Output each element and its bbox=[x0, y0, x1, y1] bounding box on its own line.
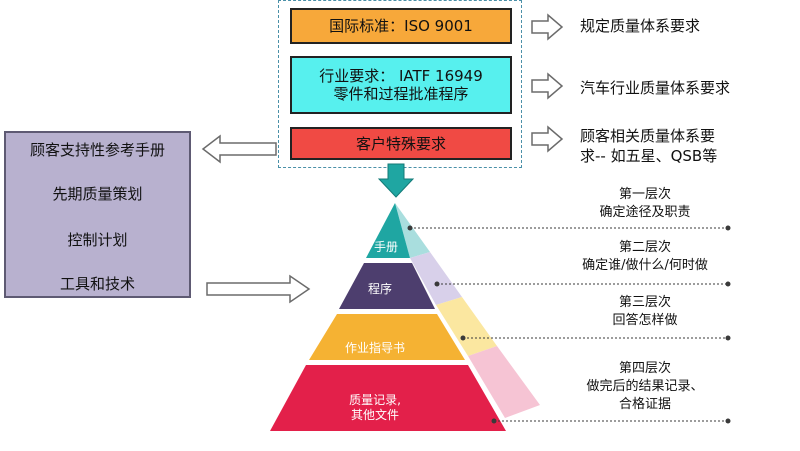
arrow-right-pyramid bbox=[206, 274, 311, 304]
requirement-iatf-line1: 行业要求： IATF 16949 bbox=[319, 67, 483, 85]
level-2-title: 第二层次 bbox=[618, 240, 671, 255]
level-2-desc: 确定谁/做什么/何时做 bbox=[582, 258, 708, 273]
arrow-right-1 bbox=[531, 13, 564, 41]
requirement-customer-text: 客户特殊要求 bbox=[355, 134, 446, 153]
pyramid-label-work-instruction: 作业指导书 bbox=[344, 341, 405, 355]
level-3-desc: 回答怎样做 bbox=[612, 313, 678, 328]
connector-dot-1b bbox=[725, 225, 731, 231]
support-item-control-plan: 控制计划 bbox=[67, 231, 128, 249]
pyramid-label-manual: 手册 bbox=[373, 240, 398, 254]
level-4-desc-line1: 做完后的结果记录、 bbox=[586, 379, 704, 394]
level-4-desc-line2: 合格证据 bbox=[618, 397, 671, 412]
pyramid-label-records-line1: 质量记录, bbox=[349, 393, 401, 407]
right-label-3: 顾客相关质量体系要 求-- 如五星、QSB等 bbox=[580, 126, 717, 166]
requirement-iso9001-box: 国际标准：ISO 9001 bbox=[290, 8, 512, 44]
support-item-manual: 顾客支持性参考手册 bbox=[29, 141, 165, 159]
right-label-2: 汽车行业质量体系要求 bbox=[580, 79, 731, 97]
arrow-down-teal bbox=[377, 163, 415, 198]
level-2-label: 第二层次 确定谁/做什么/何时做 bbox=[550, 239, 740, 275]
right-label-3-line2: 求-- 如五星、QSB等 bbox=[580, 147, 718, 165]
level-1-label: 第一层次 确定途径及职责 bbox=[560, 186, 730, 222]
level-4-title: 第四层次 bbox=[618, 361, 671, 376]
requirement-iatf-line2: 零件和过程批准程序 bbox=[333, 85, 469, 103]
pyramid-tier-4 bbox=[270, 365, 506, 431]
support-item-tools: 工具和技术 bbox=[59, 275, 135, 293]
level-3-title: 第三层次 bbox=[618, 295, 671, 310]
pyramid-tier-2 bbox=[339, 263, 435, 309]
pyramid-tier-1 bbox=[366, 203, 410, 258]
level-1-desc: 确定途径及职责 bbox=[599, 205, 691, 220]
pyramid-label-records-line2: 其他文件 bbox=[350, 408, 399, 422]
requirement-iatf-box: 行业要求： IATF 16949 零件和过程批准程序 bbox=[290, 56, 512, 114]
connector-dot-4b bbox=[725, 418, 731, 424]
connector-dot-3b bbox=[725, 335, 731, 341]
right-label-1: 规定质量体系要求 bbox=[580, 17, 701, 35]
level-1-title: 第一层次 bbox=[618, 187, 671, 202]
support-item-apqp: 先期质量策划 bbox=[52, 185, 143, 203]
connector-dot-1a bbox=[407, 225, 413, 231]
requirement-iso9001-text: 国际标准：ISO 9001 bbox=[329, 17, 473, 35]
requirement-customer-box: 客户特殊要求 bbox=[290, 127, 512, 160]
arrow-left-support bbox=[201, 134, 277, 164]
connector-dot-4a bbox=[491, 418, 497, 424]
right-label-3-line1: 顾客相关质量体系要 bbox=[580, 127, 716, 145]
pyramid-label-procedure: 程序 bbox=[367, 282, 392, 296]
arrow-right-2 bbox=[531, 72, 564, 100]
level-3-label: 第三层次 回答怎样做 bbox=[560, 294, 730, 330]
arrow-right-3 bbox=[531, 125, 564, 153]
pyramid-label-records: 质量记录, 其他文件 bbox=[330, 393, 420, 423]
level-4-label: 第四层次 做完后的结果记录、 合格证据 bbox=[555, 360, 735, 414]
connector-dot-3a bbox=[460, 335, 466, 341]
support-panel: 顾客支持性参考手册 先期质量策划 控制计划 工具和技术 bbox=[4, 131, 191, 298]
pyramid-tier-3 bbox=[309, 314, 465, 360]
pyramid-side-faces bbox=[395, 203, 540, 418]
connector-dot-2a bbox=[434, 281, 440, 287]
connector-dot-2b bbox=[725, 281, 731, 287]
